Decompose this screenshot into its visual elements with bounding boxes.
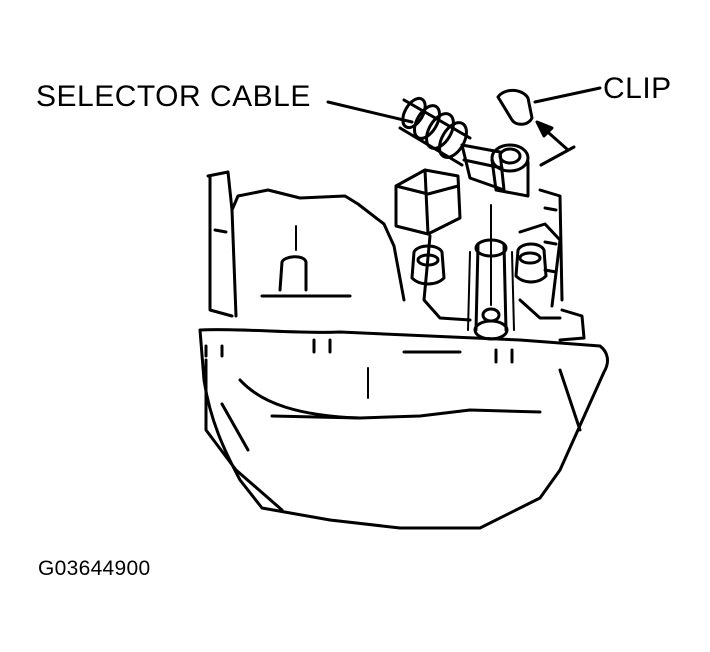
- selector-cable-boot: [398, 96, 472, 167]
- clip-label: CLIP: [603, 72, 672, 105]
- oil-pan: [198, 328, 609, 530]
- selector-cable-end: [460, 143, 530, 198]
- transaxle-case: [206, 170, 586, 342]
- arrow-head: [535, 120, 554, 138]
- figure-id-label: G03644900: [38, 557, 151, 580]
- selector-cable-leader-line: [326, 100, 414, 124]
- switch-housing: [394, 168, 564, 322]
- selector-cable-label: SELECTOR CABLE: [36, 80, 311, 113]
- clip-part: [496, 88, 534, 126]
- manual-shaft-lever: [467, 204, 515, 341]
- clip-leader-line: [533, 86, 602, 104]
